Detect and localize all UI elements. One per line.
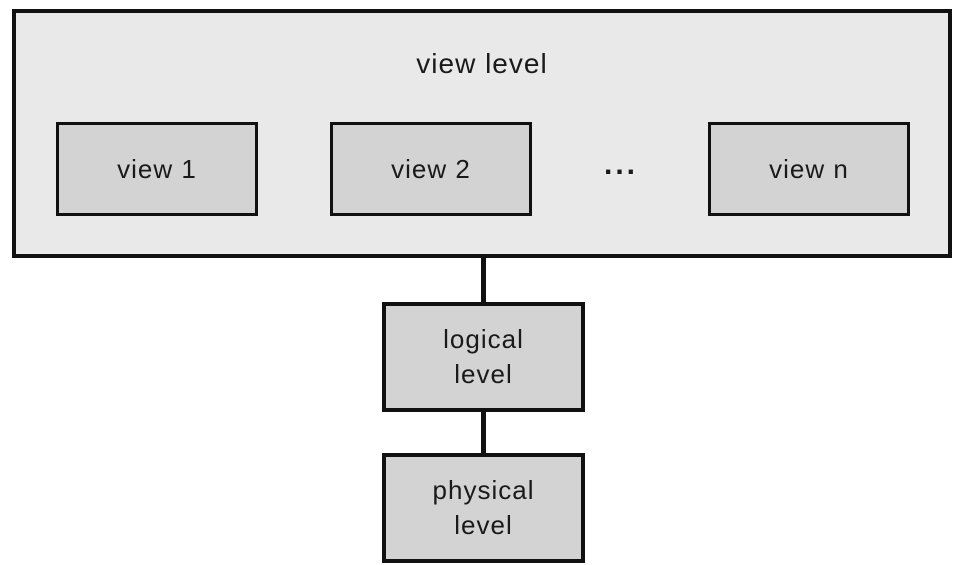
view-level-title: view level xyxy=(416,48,548,79)
logical-level-label-line2: level xyxy=(454,359,513,389)
view-2-label: view 2 xyxy=(391,153,471,184)
view-n-label: view n xyxy=(769,153,849,184)
connector-logical-to-physical xyxy=(481,408,486,457)
logical-level-box: logical level xyxy=(382,302,585,412)
view-n-box: view n xyxy=(708,122,910,216)
logical-level-label-line1: logical xyxy=(443,324,524,354)
view-1-label: view 1 xyxy=(117,153,197,184)
physical-level-box: physical level xyxy=(382,453,585,563)
physical-level-label-line1: physical xyxy=(432,475,535,505)
view-1-box: view 1 xyxy=(56,122,258,216)
connector-view-to-logical xyxy=(481,256,486,306)
view-2-box: view 2 xyxy=(330,122,532,216)
ellipsis: ... xyxy=(603,148,638,181)
physical-level-label-line2: level xyxy=(454,510,513,540)
